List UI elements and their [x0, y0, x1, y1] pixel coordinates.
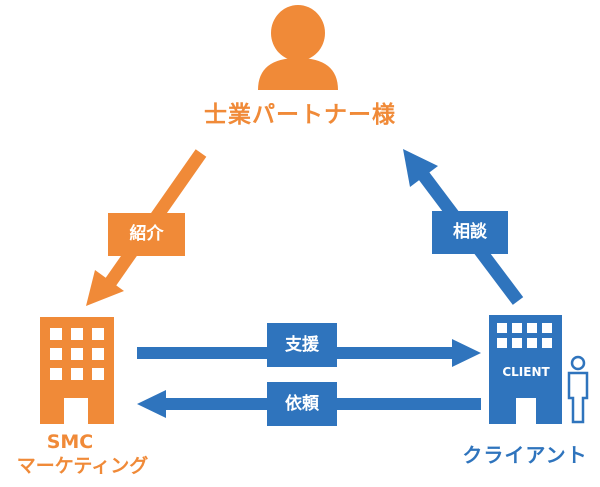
introduction-tag: 紹介: [108, 213, 185, 256]
consultation-tag: 相談: [432, 211, 508, 254]
smc-building-icon: [40, 317, 114, 424]
client-label: クライアント: [462, 443, 588, 467]
smc-label-line2: マーケティング: [16, 455, 149, 477]
smc-label-line1: SMC: [46, 431, 94, 453]
partner-person-icon: [258, 5, 338, 90]
consultation-tag-text: 相談: [453, 222, 487, 242]
request-tag-text: 依頼: [285, 393, 319, 414]
introduction-tag-text: 紹介: [129, 224, 164, 244]
support-tag: 支援: [267, 323, 337, 367]
client-building-icon: [489, 315, 562, 424]
support-tag-text: 支援: [285, 334, 319, 355]
partner-label: 士業パートナー様: [204, 102, 396, 128]
request-tag: 依頼: [267, 382, 337, 426]
client-building-text: CLIENT: [502, 365, 550, 379]
client-person-icon: [567, 355, 589, 424]
